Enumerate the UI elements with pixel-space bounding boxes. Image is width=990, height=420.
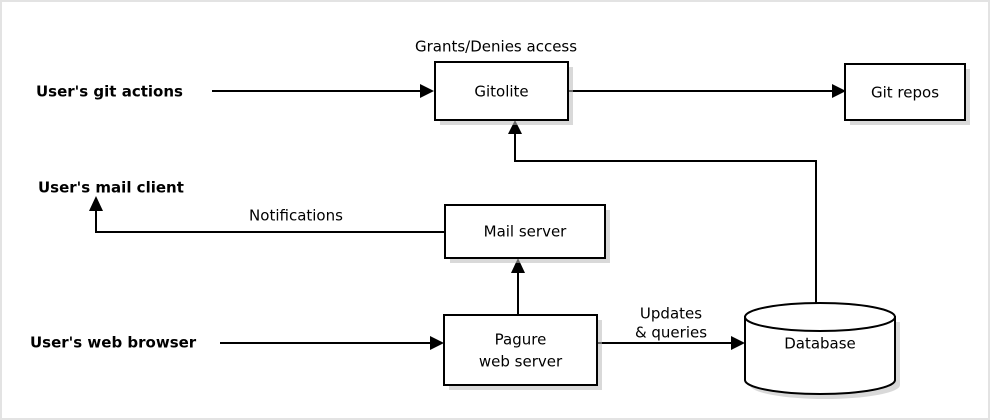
arrowhead-icon [508,120,522,134]
arrowhead-icon [430,336,444,350]
node-mail-server-label: Mail server [484,223,568,241]
actor-label-web-browser: User's web browser [30,334,197,352]
node-pagure-label-line2: web server [479,353,563,371]
node-git-repos-label: Git repos [871,84,939,102]
edge-pagure-to-mail-server [511,258,525,315]
node-mail-server-box[interactable] [444,204,606,259]
node-database[interactable]: Database [744,302,900,399]
node-pagure-web-server-box[interactable] [443,314,598,386]
edge-mail-server-to-mail-client [89,196,445,233]
edge-label-notifications: Notifications [249,207,343,225]
node-git-repos[interactable]: Git repos [844,63,970,125]
edge-git-actions-to-gitolite [212,84,434,98]
node-pagure-label-line1: Pagure [495,331,547,349]
edge-label-updates-line2: & queries [635,324,707,342]
edge-database-to-gitolite [508,120,817,312]
node-git-repos-box[interactable] [844,63,966,121]
actor-label-git-actions: User's git actions [36,83,183,101]
edge-label-grants-denies-access: Grants/Denies access [415,38,577,56]
database-cylinder-body[interactable] [744,316,896,395]
node-mail-server[interactable]: Mail server [444,204,610,263]
node-gitolite[interactable]: Gitolite [434,61,573,125]
node-gitolite-box[interactable] [434,61,569,121]
node-database-label: Database [784,335,856,353]
edge-label-updates-line1: Updates [640,305,702,323]
edge-web-browser-to-pagure [220,336,444,350]
actor-label-mail-client: User's mail client [38,179,184,197]
node-pagure-web-server[interactable]: Pagure web server [443,314,602,390]
arrowhead-icon [832,84,846,98]
edge-pagure-to-database [597,336,745,350]
database-cylinder-top [744,302,896,332]
arrowhead-icon [420,84,434,98]
node-gitolite-label: Gitolite [474,83,528,101]
edge-gitolite-to-git-repos [568,84,846,98]
arrowhead-icon [731,336,745,350]
arrowhead-icon [89,196,103,211]
arrowhead-icon [511,258,525,273]
